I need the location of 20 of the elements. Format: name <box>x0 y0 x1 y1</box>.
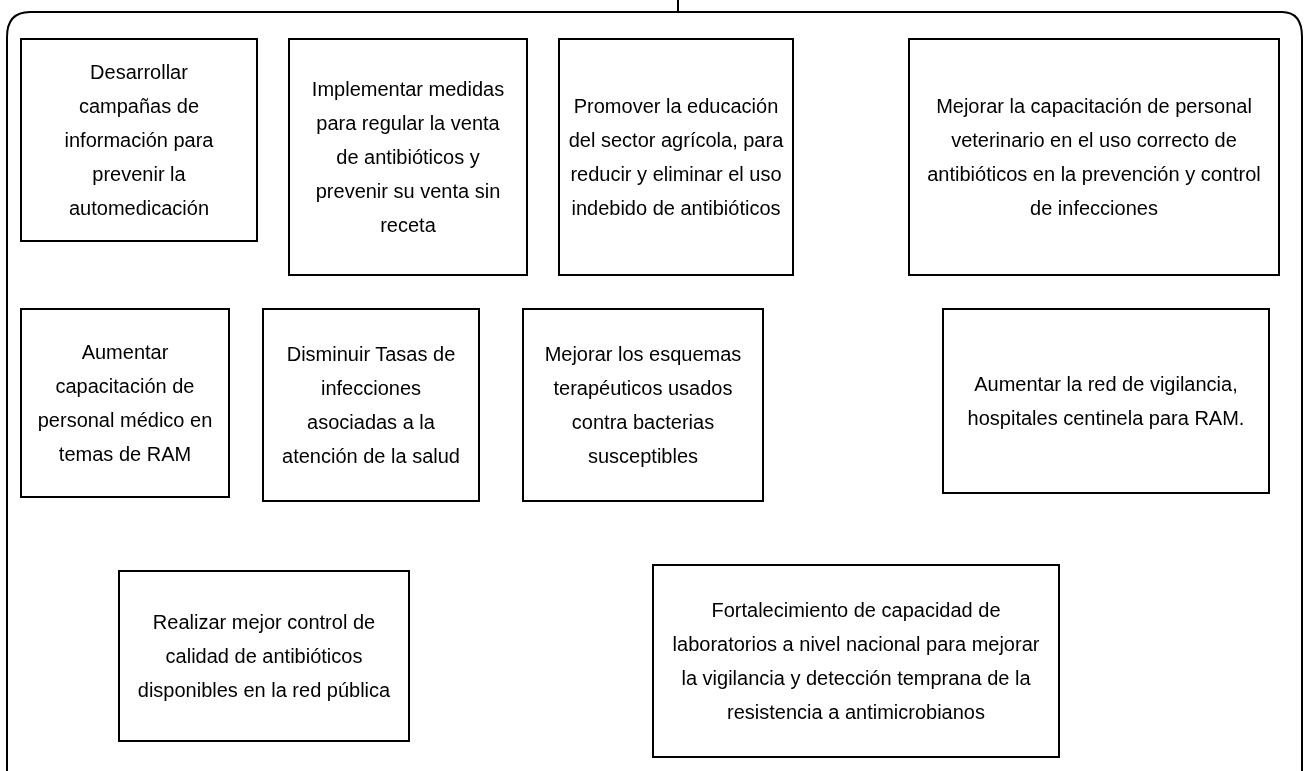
box-text: Desarrollar campañas de información para prevenir la automedicación <box>63 60 215 221</box>
box-text: Disminuir Tasas de infecciones asociadas a la atención de la salud <box>281 342 461 469</box>
box-text: Implementar medidas para regular la venta de antibióticos y prevenir su venta sin receta <box>310 77 506 238</box>
box-text: Promover la educación del sector agrícola, para reducir y eliminar el uso indebido de antibióticos <box>568 94 784 221</box>
box-text: Aumentar la red de vigilancia, hospitales centinela para RAM. <box>966 372 1246 431</box>
text-box <box>652 564 1060 758</box>
text-box <box>942 308 1270 494</box>
box-text: Fortalecimiento de capacidad de laboratorios a nivel nacional para mejorar la vigilancia y detección temprana de la resistencia a antimicrobianos <box>671 598 1041 725</box>
text-box <box>20 308 230 498</box>
text-box <box>20 38 258 242</box>
text-box <box>118 570 410 742</box>
text-box <box>262 308 480 502</box>
text-box <box>558 38 794 276</box>
box-text: Aumentar capacitación de personal médico en temas de RAM <box>36 340 214 467</box>
text-box <box>908 38 1280 276</box>
text-box <box>522 308 764 502</box>
box-text: Mejorar los esquemas terapéuticos usados contra bacterias susceptibles <box>543 342 743 469</box>
box-text: Mejorar la capacitación de personal veterinario en el uso correcto de antibióticos en la prevención y control de infecciones <box>926 94 1262 221</box>
text-box <box>288 38 528 276</box>
box-text: Realizar mejor control de calidad de antibióticos disponibles en la red pública <box>136 610 392 703</box>
